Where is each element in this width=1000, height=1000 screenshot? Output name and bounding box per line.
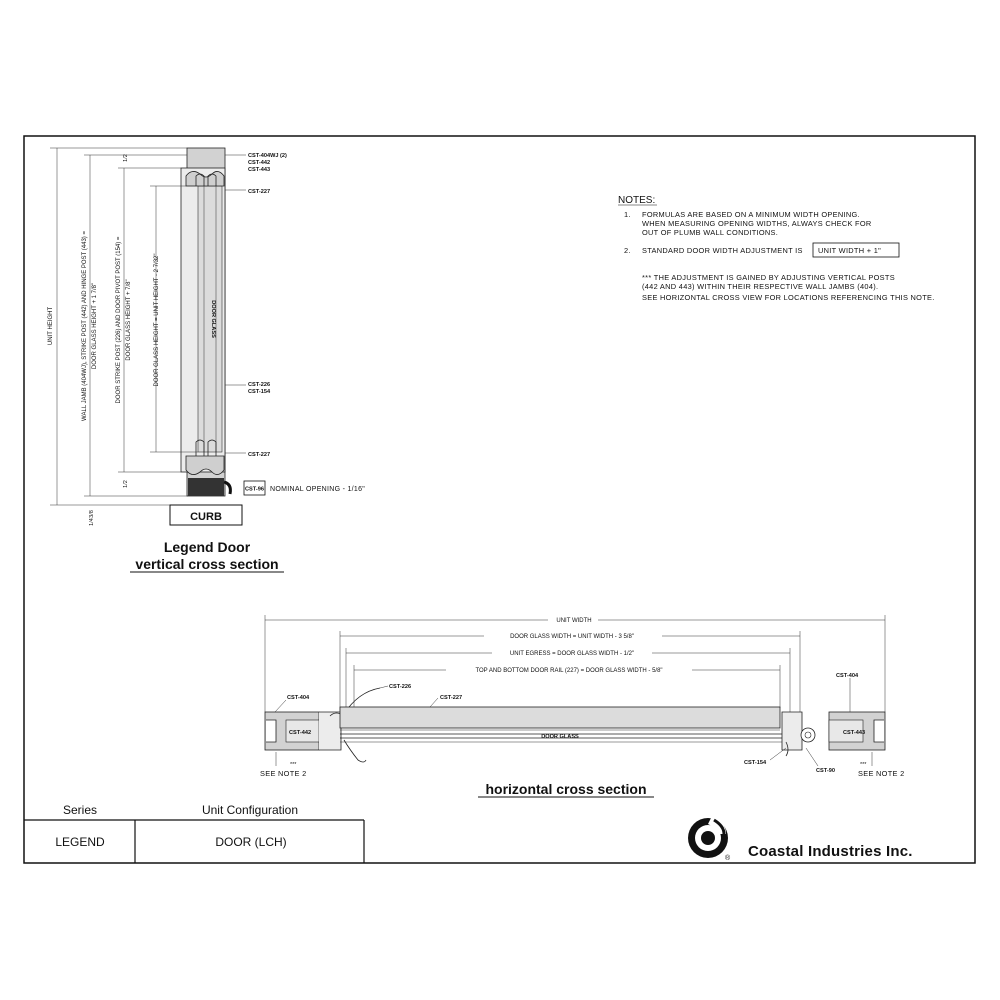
note-1-line3: OUT OF PLUMB WALL CONDITIONS. [642,228,778,237]
horizontal-cross-section: UNIT WIDTH DOOR GLASS WIDTH = UNIT WIDTH… [260,615,905,798]
note-1-num: 1. [624,210,631,219]
callout-h-cst-404-right: CST-404 [836,673,859,679]
note-extra-3: SEE HORIZONTAL CROSS VIEW FOR LOCATIONS … [642,293,935,302]
callout-h-cst-442: CST-442 [289,730,311,736]
callout-h-cst-443: CST-443 [843,730,865,736]
dim-wall-jamb-2: DOOR GLASS HEIGHT + 1 7/8" [92,283,98,369]
curb-label: CURB [190,511,222,523]
config-header: Unit Configuration [202,803,298,817]
callout-h-cst-226: CST-226 [389,684,411,690]
logo-registered: ® [725,854,731,862]
note-2-boxed: UNIT WIDTH + 1" [818,246,881,255]
dim-small-top: 1/2 [123,154,129,162]
callout-cst-404wj: CST-404WJ (2) [248,153,287,159]
horizontal-caption: horizontal cross section [485,781,646,797]
bottom-rail-profile [185,455,225,475]
dim-small-curb-a: 3/8 [89,510,95,518]
dim-unit-height: UNIT HEIGHT [48,307,54,346]
note-extra-2: (442 AND 443) WITHIN THEIR RESPECTIVE WA… [642,282,878,291]
see-note-left: SEE NOTE 2 [260,769,307,778]
coastal-logo-mark [688,816,728,858]
see-note-right: SEE NOTE 2 [858,769,905,778]
dim-rail: TOP AND BOTTOM DOOR RAIL (227) = DOOR GL… [475,668,662,674]
company-name: Coastal Industries Inc. [748,843,913,860]
series-value: LEGEND [55,835,105,849]
callout-cst-226: CST-226 [248,382,270,388]
note-1-line2: WHEN MEASURING OPENING WIDTHS, ALWAYS CH… [642,219,872,228]
notes-heading: NOTES: [618,195,655,206]
dim-strike-post-2: DOOR GLASS HEIGHT + 7/8" [126,279,132,360]
config-value: DOOR (LCH) [215,835,286,849]
marker-left: *** [290,762,297,768]
vertical-caption-line2: vertical cross section [135,556,278,572]
dim-glass-width: DOOR GLASS WIDTH = UNIT WIDTH - 3 5/8" [510,634,634,640]
note-2-num: 2. [624,246,631,255]
callout-h-cst-154: CST-154 [744,760,767,766]
sheet-border [23,135,976,864]
coastal-logo: ® Coastal Industries Inc. [688,816,913,862]
dim-unit-width: UNIT WIDTH [556,618,591,624]
dim-small-curb-b: 1/4 [89,518,95,526]
dim-glass-height: DOOR GLASS HEIGHT = UNIT HEIGHT - 2 7/32… [154,254,160,387]
door-sweep [188,478,224,496]
dim-small-bottom: 1/2 [123,480,129,488]
callout-cst-227-bottom: CST-227 [248,452,270,458]
note-2-line1: STANDARD DOOR WIDTH ADJUSTMENT IS [642,246,803,255]
vertical-cross-section: CURB DOOR GLASS CST-404WJ (2) CST-442 CS… [48,147,365,573]
curb-box [169,504,243,526]
dim-wall-jamb: WALL JAMB (404WJ), STRIKE POST (442) AND… [82,231,88,421]
door-glass-horizontal [339,706,781,729]
title-block: Series Unit Configuration LEGEND DOOR (L… [24,803,365,863]
callout-cst-442: CST-442 [248,160,270,166]
callout-cst-443: CST-443 [248,167,270,173]
note-1-line1: FORMULAS ARE BASED ON A MINIMUM WIDTH OP… [642,210,860,219]
marker-right: *** [860,762,867,768]
notes-block: NOTES: 1. FORMULAS ARE BASED ON A MINIMU… [618,195,935,302]
series-header: Series [63,803,97,817]
dim-egress: UNIT EGRESS = DOOR GLASS WIDTH - 1/2" [510,651,634,657]
nominal-opening-note: NOMINAL OPENING - 1/16" [270,486,365,493]
door-glass-vertical [197,185,223,453]
dim-strike-post: DOOR STRIKE POST (226) AND DOOR PIVOT PO… [116,236,122,403]
door-glass-label-h: DOOR GLASS [541,734,579,740]
callout-cst-227-top: CST-227 [248,189,270,195]
callout-cst-96: CST-96 [245,487,264,493]
callout-cst-154: CST-154 [248,389,271,395]
note-extra-1: *** THE ADJUSTMENT IS GAINED BY ADJUSTIN… [642,273,895,282]
door-glass-label: DOOR GLASS [210,300,216,338]
callout-h-cst-90: CST-90 [816,768,835,774]
callout-h-cst-227: CST-227 [440,695,462,701]
callout-h-cst-404-left: CST-404 [287,695,310,701]
vertical-caption-line1: Legend Door [164,539,251,555]
